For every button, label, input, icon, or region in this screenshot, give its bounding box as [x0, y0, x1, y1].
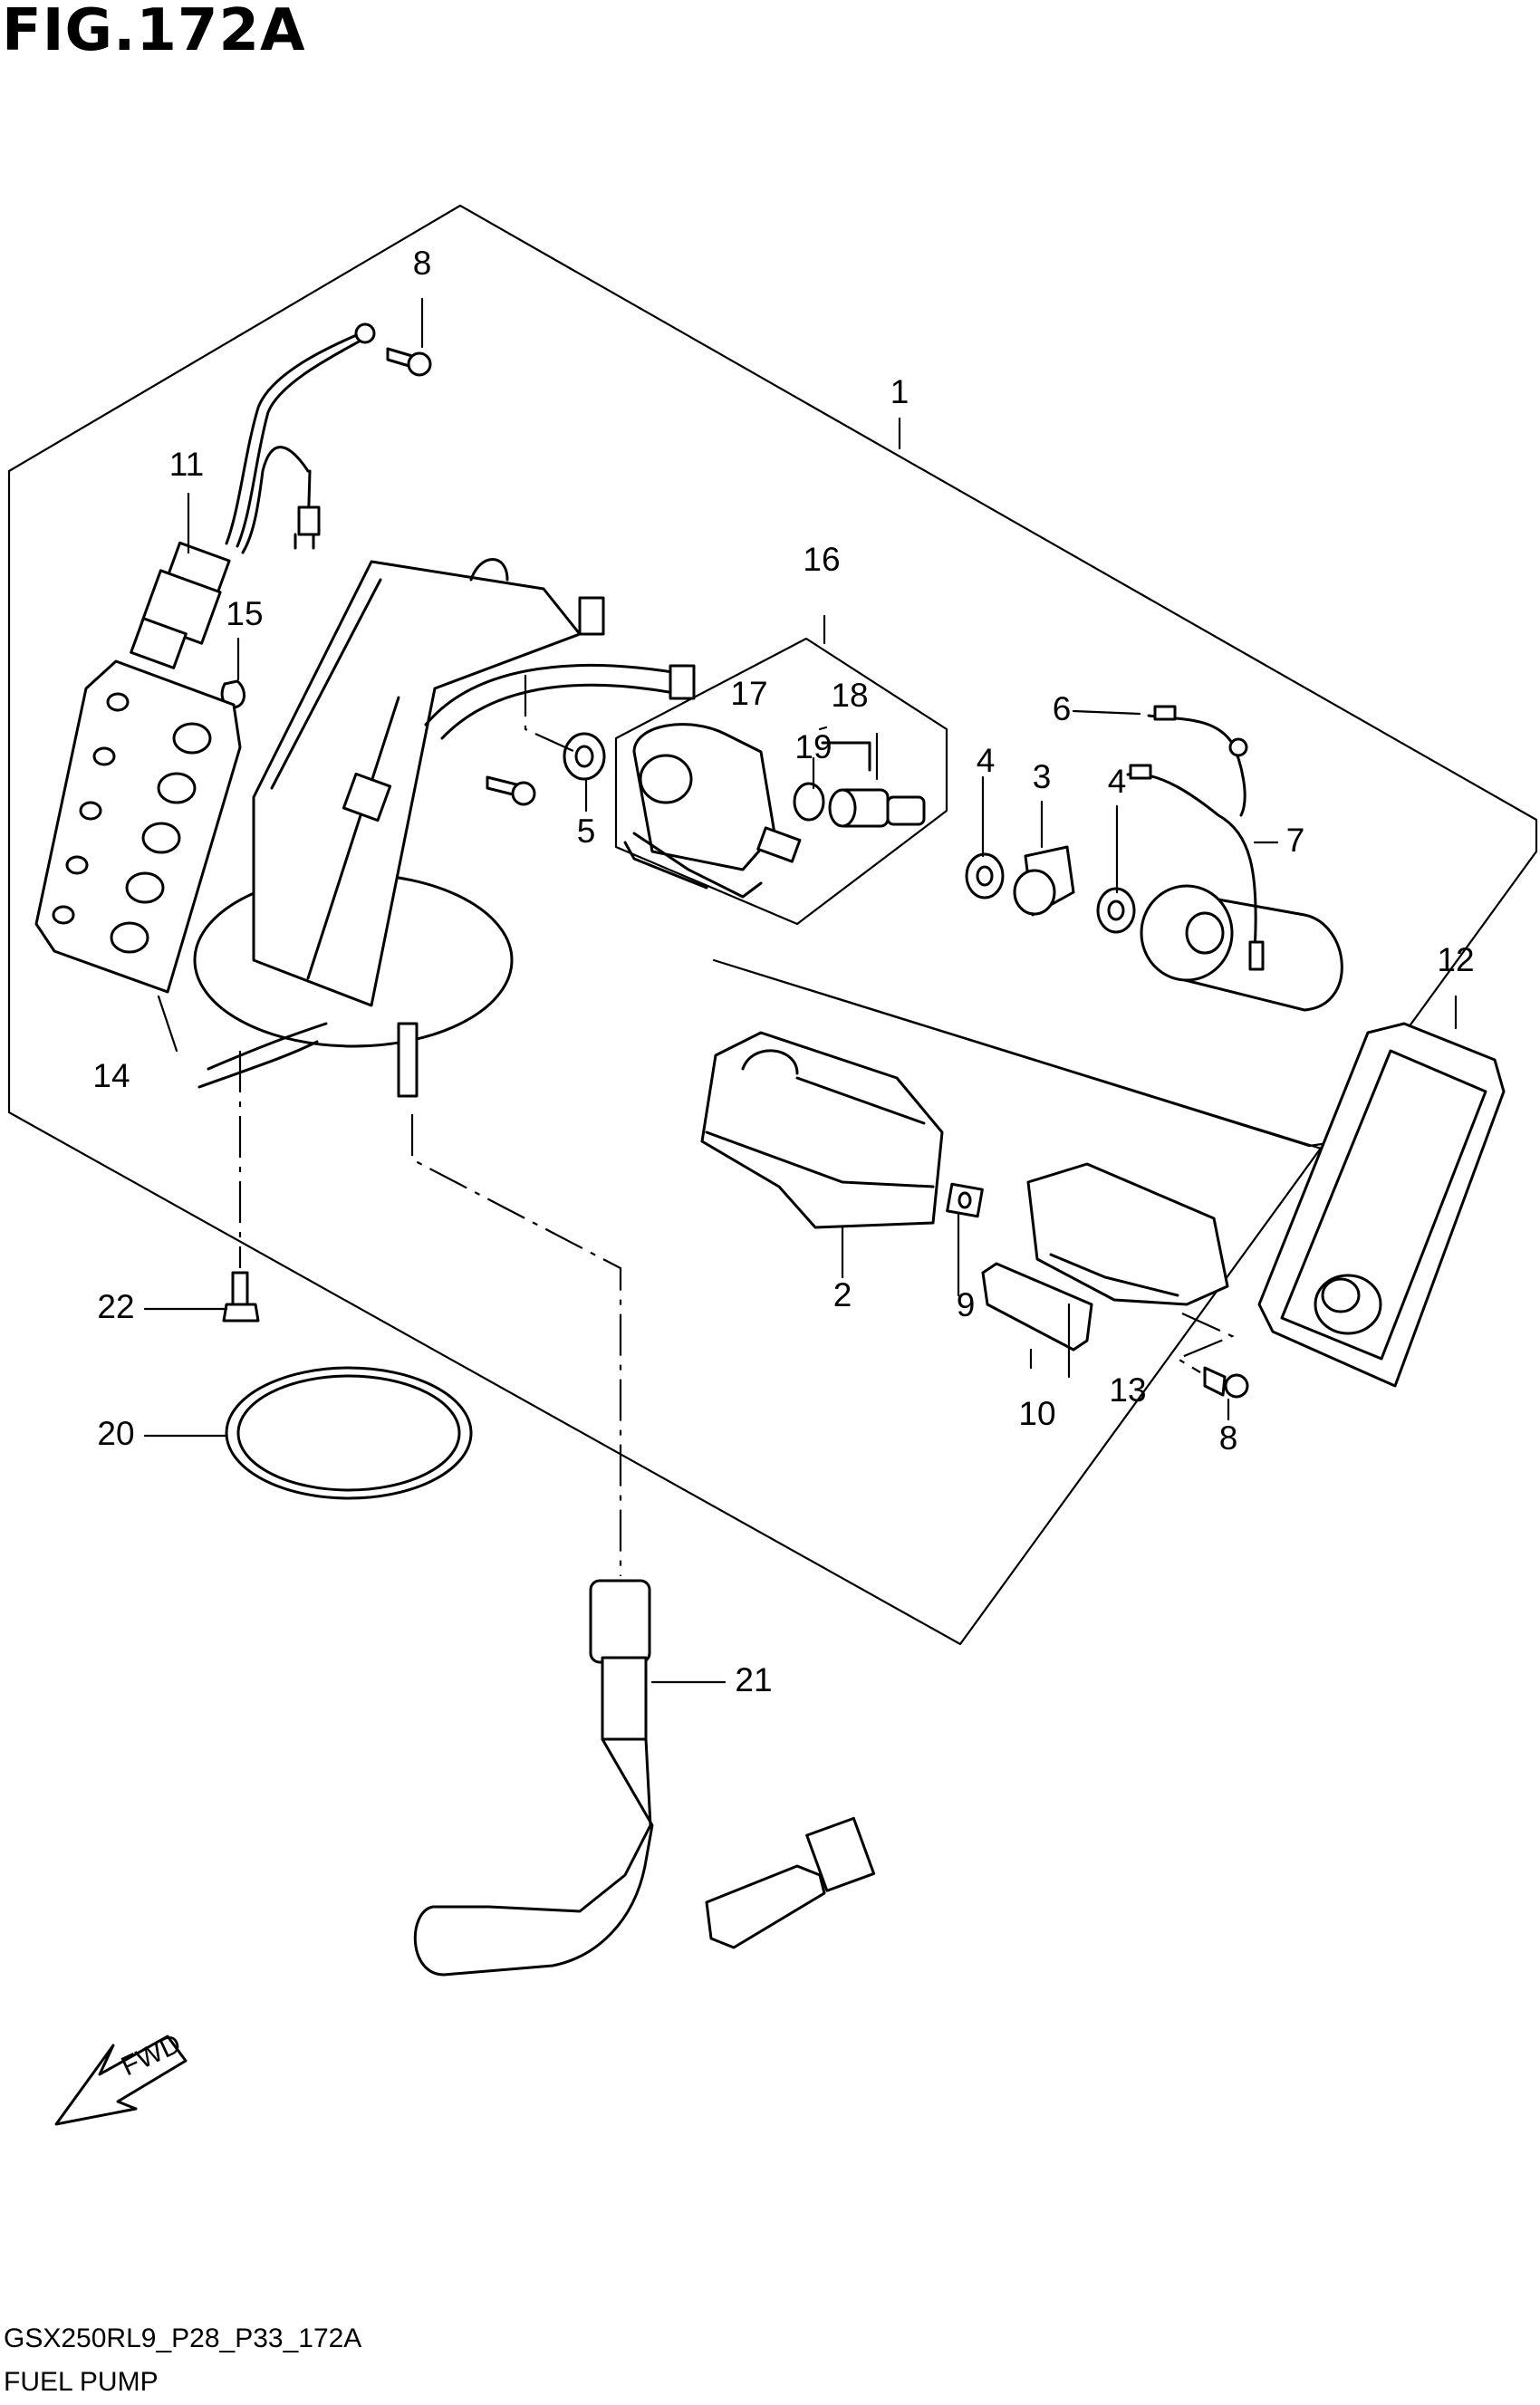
callout-18: 18: [831, 677, 868, 714]
grommet-5: [563, 732, 606, 781]
drawing-code: GSX250RL9_P28_P33_172A: [4, 2323, 362, 2353]
leader-dash: [410, 1114, 622, 1576]
fuel-filter-12: [1257, 1022, 1506, 1388]
protector-plate-14: [34, 659, 242, 994]
washer-4a: [965, 852, 1005, 899]
fuel-pump-7: [1140, 884, 1343, 1012]
callout-5: 5: [577, 813, 596, 850]
leader-dash: [1175, 1312, 1235, 1373]
outlet-fitting-3: [1013, 845, 1075, 917]
callout-12: 12: [1437, 941, 1474, 978]
assembly-outline: [7, 204, 1538, 1646]
insulator-10: [981, 1262, 1093, 1352]
regulator-housing-17: [623, 723, 802, 899]
callout-2: 2: [833, 1276, 852, 1313]
callout-20: 20: [97, 1415, 134, 1452]
callout-4b: 4: [1108, 763, 1127, 800]
wire-harness-11: [225, 322, 376, 554]
callout-21: 21: [735, 1661, 772, 1698]
leader-dash: [524, 675, 576, 754]
bracket-screw: [486, 775, 536, 806]
pump-lead-wire-6: [1126, 705, 1265, 971]
o-ring-20: [225, 1366, 473, 1500]
callout-8a: 8: [413, 245, 432, 282]
fwd-direction-marker: FWD: [54, 2029, 188, 2126]
filter-cover-2: [700, 1031, 944, 1229]
figure-title: FIG.172A: [2, 0, 306, 64]
callout-17: 17: [730, 675, 767, 712]
fuel-hose-21: [413, 1579, 876, 1977]
callout-8b: 8: [1219, 1419, 1238, 1457]
callout-15: 15: [226, 595, 263, 632]
clip-15: [220, 679, 245, 709]
bolt-22: [222, 1271, 260, 1323]
callout-1: 1: [890, 373, 910, 410]
screw-8-top: [386, 347, 432, 377]
figure-caption: FUEL PUMP: [4, 2367, 159, 2397]
harness-connector-11: [130, 541, 231, 669]
callout-7: 7: [1286, 822, 1305, 859]
callout-16: 16: [803, 541, 840, 578]
callout-19: 19: [794, 728, 832, 765]
callout-11: 11: [169, 446, 204, 483]
callout-14: 14: [92, 1057, 130, 1094]
o-ring-19: [793, 782, 825, 822]
regulator-valve-18: [828, 788, 926, 828]
screw-8-bottom: [1203, 1366, 1249, 1399]
clip-9: [946, 1182, 984, 1218]
arrow-down-left-icon: [54, 2035, 188, 2126]
callout-6: 6: [1053, 690, 1072, 727]
callout-10: 10: [1018, 1395, 1055, 1432]
pump-bracket: [193, 558, 696, 1098]
callout-22: 22: [97, 1288, 134, 1325]
callout-3: 3: [1033, 758, 1052, 795]
washer-4b: [1096, 887, 1136, 934]
callout-13: 13: [1109, 1371, 1146, 1409]
callout-9: 9: [957, 1286, 976, 1323]
regulator-group-outline-16: [614, 637, 948, 926]
case-13: [1026, 1162, 1229, 1306]
callout-4a: 4: [977, 742, 996, 779]
